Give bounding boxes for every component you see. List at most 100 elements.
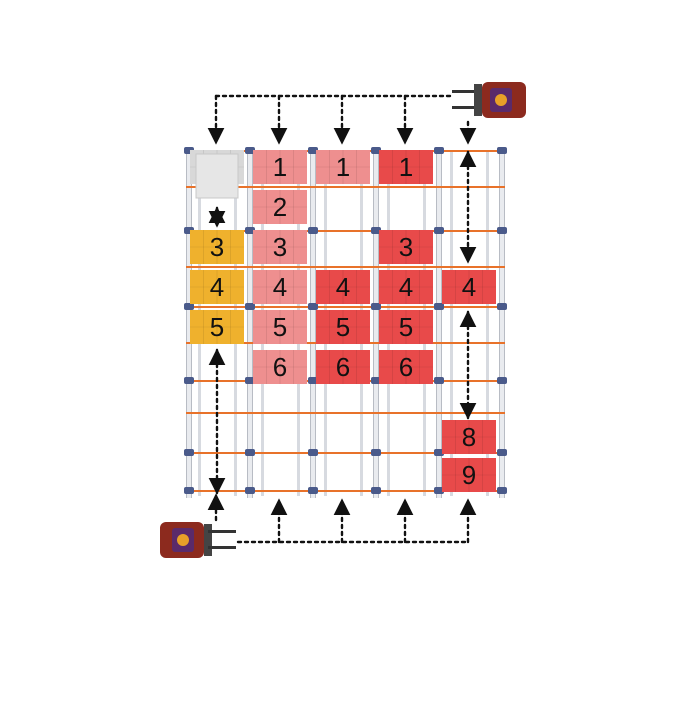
pallet-label: 1 — [336, 152, 350, 182]
rack-connector — [434, 377, 444, 384]
pallet: 6 — [379, 350, 433, 384]
pallet: 4 — [190, 270, 244, 304]
forklift-paths — [207, 94, 477, 544]
pallet-label: 6 — [336, 352, 350, 382]
forklift-fork-upper — [452, 90, 478, 93]
pallet-box — [190, 310, 244, 344]
rack-connector — [308, 227, 318, 234]
pallet-box — [379, 270, 433, 304]
rack-beam — [186, 412, 505, 414]
pallet-label: 5 — [273, 312, 287, 342]
rack-beam — [186, 452, 505, 454]
pallet: 1 — [379, 150, 433, 184]
pallet-box — [316, 270, 370, 304]
forklift-fork-upper — [208, 530, 236, 533]
rack-connector — [245, 449, 255, 456]
pallet-box — [442, 420, 496, 454]
pallet-box — [442, 458, 496, 492]
pallet-box — [253, 150, 307, 184]
pallet-box — [253, 190, 307, 224]
pallet: 6 — [253, 350, 307, 384]
pallet-label: 5 — [210, 312, 224, 342]
rack-upright-highlight — [437, 148, 441, 498]
rack-upright-highlight — [374, 148, 378, 498]
rack-beam — [186, 230, 505, 232]
rack-connector — [371, 227, 381, 234]
forklift-top-right — [452, 82, 526, 118]
rack-connector — [434, 147, 444, 154]
rack-connector — [308, 147, 318, 154]
forklift-driver-icon — [495, 94, 507, 106]
pallet-label: 3 — [210, 232, 224, 262]
pallet: 1 — [253, 150, 307, 184]
rack-connector — [245, 303, 255, 310]
rack-connector — [497, 303, 507, 310]
pallet: 4 — [316, 270, 370, 304]
rack-connector — [434, 449, 444, 456]
rack-upright-highlight — [500, 148, 504, 498]
rack-inner-post — [450, 150, 453, 496]
pallet: 4 — [253, 270, 307, 304]
pallet: 5 — [253, 310, 307, 344]
pallet-box — [379, 150, 433, 184]
pallet-box — [316, 310, 370, 344]
forklift-bottom-left — [160, 522, 236, 558]
rack-upright-highlight — [311, 148, 315, 498]
pallet-box — [190, 230, 244, 264]
rack-upright-highlight — [248, 148, 252, 498]
pallet-label: 5 — [336, 312, 350, 342]
rack-connector — [245, 147, 255, 154]
rack-connector — [434, 303, 444, 310]
rack-connector — [497, 449, 507, 456]
pallet: 6 — [316, 350, 370, 384]
rack-connector — [184, 449, 194, 456]
rack-connector — [371, 303, 381, 310]
pallet: 9 — [442, 458, 496, 492]
pallet-box — [442, 270, 496, 304]
rack-connector — [497, 227, 507, 234]
rack-connector — [245, 227, 255, 234]
rack-connector — [434, 487, 444, 494]
rack-beam — [186, 490, 505, 492]
rack-connector — [497, 487, 507, 494]
pallet — [190, 150, 244, 199]
rack-connector — [184, 377, 194, 384]
pallet-label: 3 — [399, 232, 413, 262]
pallet-empty-slot — [195, 153, 239, 199]
pallet-label: 2 — [273, 192, 287, 222]
rack-connector — [434, 227, 444, 234]
pallet-label: 4 — [399, 272, 413, 302]
rack-connector — [308, 303, 318, 310]
pallet-label: 6 — [399, 352, 413, 382]
pallet-box — [253, 310, 307, 344]
pallet-box — [316, 350, 370, 384]
pallet-label: 5 — [399, 312, 413, 342]
pallet: 4 — [379, 270, 433, 304]
pallet: 1 — [316, 150, 370, 184]
pallet-label: 4 — [210, 272, 224, 302]
rack-beam — [186, 266, 505, 268]
rack-connector — [184, 303, 194, 310]
rack-connector — [308, 377, 318, 384]
pallet-label: 1 — [273, 152, 287, 182]
pallet-box — [379, 350, 433, 384]
pallet-box — [253, 270, 307, 304]
rack-connector — [497, 377, 507, 384]
rack-connector — [371, 147, 381, 154]
rack-beam — [186, 186, 505, 188]
rack-connector — [184, 487, 194, 494]
pallet: 5 — [190, 310, 244, 344]
forklift-mast — [204, 524, 212, 556]
pallet-label: 1 — [399, 152, 413, 182]
pallet-label: 4 — [336, 272, 350, 302]
rack-connector — [308, 487, 318, 494]
forklift-fork-lower — [452, 106, 478, 109]
rack-connector — [245, 377, 255, 384]
forklift-mast — [474, 84, 482, 116]
rack-inner-post — [486, 150, 489, 496]
pallet: 3 — [253, 230, 307, 264]
pallet-box — [379, 230, 433, 264]
pallet-box — [253, 230, 307, 264]
